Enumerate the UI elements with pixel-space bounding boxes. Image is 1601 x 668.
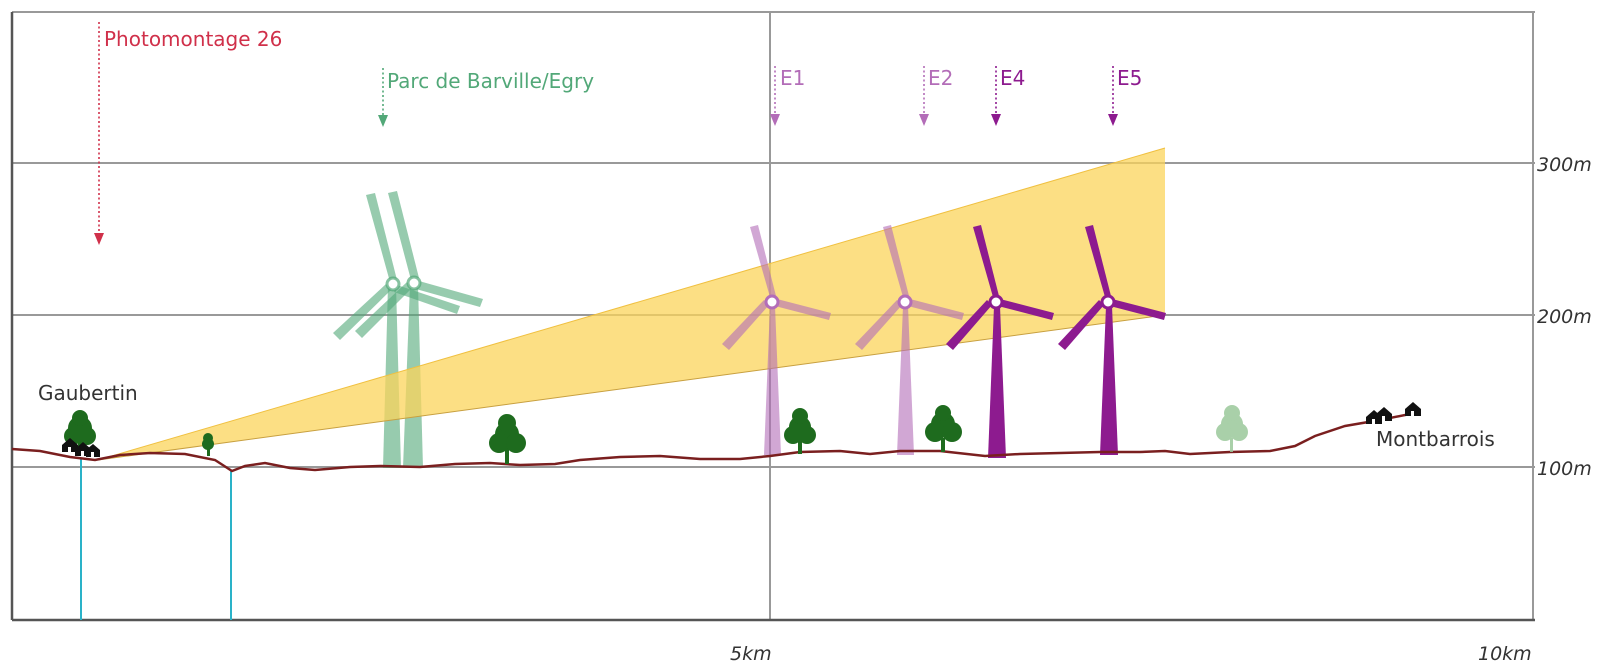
turbine-E5 bbox=[1058, 225, 1166, 455]
place-label-right: Montbarrois bbox=[1376, 427, 1495, 451]
y-tick-label-300m: 300m bbox=[1537, 154, 1592, 176]
house-icon bbox=[86, 444, 100, 457]
x-tick-label-10km: 10km bbox=[1478, 643, 1532, 665]
wind-turbine-blade bbox=[946, 300, 992, 350]
wind-turbine-blade bbox=[908, 299, 964, 320]
wind-turbine-blade bbox=[366, 193, 397, 282]
turbine-label-E4: E4 bbox=[1000, 66, 1025, 90]
arrow-down-icon bbox=[919, 114, 929, 126]
wind-turbine-tower bbox=[764, 306, 781, 455]
wind-turbine-blade bbox=[883, 225, 909, 297]
wind-turbine-blade bbox=[750, 225, 776, 297]
existing-park-label: Parc de Barville/Egry bbox=[387, 69, 594, 93]
arrow-down-icon bbox=[1108, 114, 1118, 126]
turbine-indicator-E4 bbox=[991, 66, 1001, 126]
wind-turbine-blade bbox=[1110, 299, 1166, 320]
terrain-profile bbox=[11, 410, 1421, 473]
arrow-down-icon bbox=[378, 115, 388, 127]
house-icon bbox=[62, 438, 78, 452]
turbine-indicator-E2 bbox=[919, 66, 929, 126]
tree-icon bbox=[202, 433, 214, 456]
wind-turbine-hub bbox=[988, 294, 1004, 310]
wind-turbine-blade bbox=[998, 299, 1054, 320]
houses bbox=[62, 402, 1421, 457]
existing-park-indicator bbox=[378, 68, 388, 127]
wind-turbine-hub bbox=[897, 294, 913, 310]
wind-turbine-hub bbox=[764, 294, 780, 310]
turbine-label-E1: E1 bbox=[780, 66, 805, 90]
visibility-wedge-edge bbox=[97, 314, 1166, 461]
wind-turbine-blade bbox=[775, 299, 831, 320]
tree-icon bbox=[489, 414, 526, 464]
house-icon bbox=[1376, 407, 1392, 421]
turbine-E2 bbox=[855, 225, 964, 455]
arrow-down-icon bbox=[991, 114, 1001, 126]
house-icon bbox=[1405, 402, 1421, 416]
turbine-label-E5: E5 bbox=[1117, 66, 1142, 90]
visibility-wedge-edge bbox=[97, 147, 1166, 461]
wind-turbine-tower bbox=[1100, 306, 1118, 455]
trees bbox=[64, 405, 1248, 464]
wind-turbine-blade bbox=[388, 191, 419, 280]
turbine-label-E2: E2 bbox=[928, 66, 953, 90]
wind-turbine-hub bbox=[385, 276, 401, 292]
viewpoint-indicator bbox=[94, 22, 104, 245]
wind-turbine-tower bbox=[988, 306, 1006, 458]
existing-park-turbines bbox=[333, 191, 483, 468]
wind-turbine-blade bbox=[1058, 300, 1104, 350]
tree-icon bbox=[64, 410, 96, 454]
viewpoint-label: Photomontage 26 bbox=[104, 27, 282, 51]
wind-turbine-blade bbox=[416, 281, 483, 307]
wind-turbine-blade bbox=[333, 284, 391, 340]
arrow-down-icon bbox=[94, 233, 104, 245]
tree-icon bbox=[925, 405, 962, 452]
turbine-indicator-E1 bbox=[770, 66, 780, 126]
wind-turbine-hub bbox=[406, 275, 422, 291]
wind-turbine-blade bbox=[722, 300, 769, 350]
tree-icon bbox=[784, 408, 816, 454]
place-label-left: Gaubertin bbox=[38, 381, 138, 405]
turbine-indicator-E5 bbox=[1108, 66, 1118, 126]
turbine-E4 bbox=[946, 225, 1054, 458]
wind-turbine-hub bbox=[1100, 294, 1116, 310]
wind-turbine-blade bbox=[1085, 225, 1111, 297]
y-tick-label-200m: 200m bbox=[1537, 306, 1592, 328]
wind-turbine-blade bbox=[973, 225, 999, 297]
x-tick-label-5km: 5km bbox=[730, 643, 772, 665]
turbine-E1 bbox=[722, 225, 831, 455]
tree-icon bbox=[1216, 405, 1248, 452]
wind-turbine-blade bbox=[855, 300, 902, 350]
wind-turbine-blade bbox=[355, 282, 412, 338]
arrow-down-icon bbox=[770, 114, 780, 126]
wind-turbine-tower bbox=[897, 306, 914, 455]
y-tick-label-100m: 100m bbox=[1537, 458, 1592, 480]
